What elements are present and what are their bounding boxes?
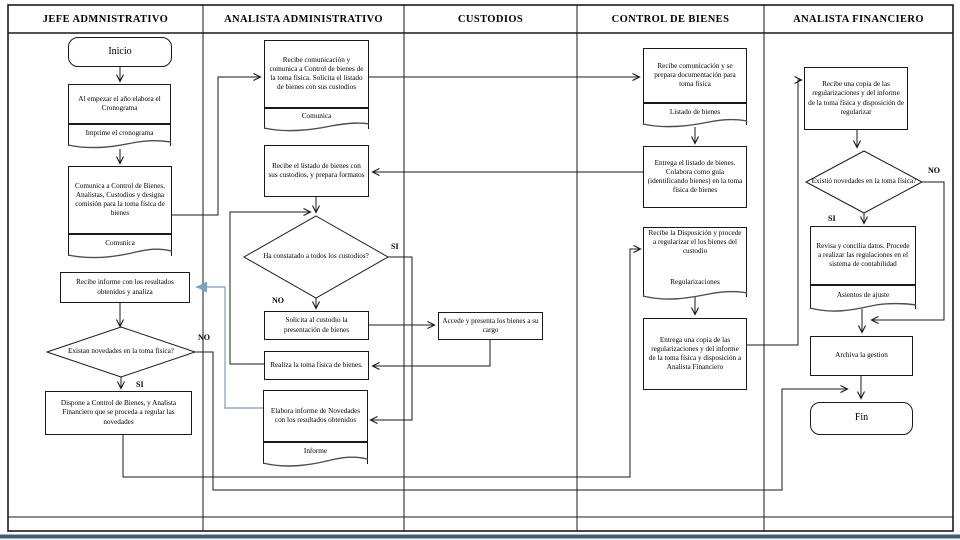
- process-elabora-informe: Elabora informe de Novedades con los res…: [263, 390, 368, 442]
- connector-decision-no-fin: [195, 351, 849, 491]
- diamond-existio-novedades: [804, 150, 924, 214]
- document-imprime-cronograma: Imprime el cronograma: [68, 124, 171, 146]
- connector-dispone-recibedisposicion: [122, 245, 642, 478]
- process-revisa-concilia: Revisa y concilia datos. Procede a reali…: [810, 226, 916, 285]
- process-comunica-control: Comunica a Control de Bienes, Analistas,…: [68, 166, 172, 234]
- connector-informe-jefe-blue: [196, 281, 263, 409]
- process-recibe-informe: Recibe informe con los resultados obteni…: [60, 272, 190, 303]
- lane-header-jefe-administrativo: JEFE ADMNISTRATIVO: [42, 13, 169, 25]
- document-regularizaciones-label: Regularizaciones: [670, 277, 720, 286]
- branch-label-no-jefe: NO: [198, 333, 210, 342]
- diamond-ha-constatado: [242, 215, 390, 299]
- process-elabora-cronograma: Al empezar el año elabora el Cronograma: [68, 84, 171, 124]
- decision-existio-novedades-label: Existió novedades en la toma física?: [811, 177, 917, 186]
- document-comunica-jefe: Comunica: [68, 234, 172, 256]
- lane-header-control-de-bienes: CONTROL DE BIENES: [611, 13, 730, 25]
- decision-ha-constatado-label: Ha constatado a todos los custodios?: [263, 252, 369, 261]
- connector-accede-realiza: [371, 340, 491, 370]
- process-recibe-disposicion-label: Recibe la Disposición y procede a regula…: [648, 229, 742, 256]
- lane-header-custodios: CUSTODIOS: [457, 13, 524, 25]
- process-recibe-comunicacion-aa: Recibe comunicación y comunica a Control…: [264, 40, 369, 108]
- terminator-fin: Fin: [810, 402, 913, 435]
- branch-label-si-analista: SI: [391, 242, 399, 251]
- connector-comunica-analista: [172, 73, 262, 216]
- document-informe: Informe: [263, 442, 368, 464]
- process-archiva-gestion: Archiva la gestion: [810, 336, 913, 376]
- decision-existan-novedades-label: Existan novedades en la toma física?: [68, 347, 174, 356]
- branch-label-si-financiero: SI: [828, 214, 836, 223]
- process-recibe-copia: Recibe una copia de las regularizaciones…: [804, 67, 908, 130]
- terminator-inicio: Inicio: [68, 37, 172, 67]
- branch-label-no-analista: NO: [272, 296, 284, 305]
- swimlane-grid: [7, 4, 954, 532]
- lane-header-analista-financiero: ANALISTA FINANCIERO: [793, 13, 924, 25]
- connector-realiza-loop-decision: [229, 208, 312, 365]
- document-asientos-de-ajuste: Asientos de ajuste: [810, 285, 916, 309]
- process-entrega-copia: Entrega una copia de las regularizacione…: [643, 318, 747, 390]
- process-dispone-regularizar: Dispone a Control de Bienes, y Analista …: [45, 391, 192, 435]
- process-entrega-listado: Entrega el listado de bienes. Colabora c…: [643, 146, 747, 208]
- process-solicita-custodio: Solicita al custodio la presentación de …: [264, 311, 369, 340]
- process-realiza-toma: Realiza la toma física de bienes.: [264, 351, 369, 380]
- lane-header-analista-administrativo: ANALISTA ADMINISTRATIVO: [224, 13, 383, 25]
- diamond-existan-novedades: [45, 326, 197, 378]
- branch-label-si-jefe: SI: [136, 380, 144, 389]
- process-recibe-comunicacion-cb: Recibe comunicación y se prepara documen…: [643, 48, 747, 103]
- process-accede-presenta: Accede y presenta los bienes a su cargo: [438, 312, 543, 340]
- connector-decision-si-elabora: [369, 256, 413, 424]
- connector-decision-no-archiva: [870, 181, 945, 324]
- document-comunica-aa: Comunica: [264, 108, 369, 129]
- branch-label-no-financiero: NO: [928, 166, 940, 175]
- process-recibe-listado: Recibe el listado de bienes con sus cust…: [264, 145, 369, 197]
- process-recibe-disposicion: Recibe la Disposición y procede a regula…: [643, 227, 747, 297]
- connector-entregacopia-recibecopia: [747, 76, 803, 346]
- document-listado-de-bienes: Listado de bienes: [643, 103, 747, 125]
